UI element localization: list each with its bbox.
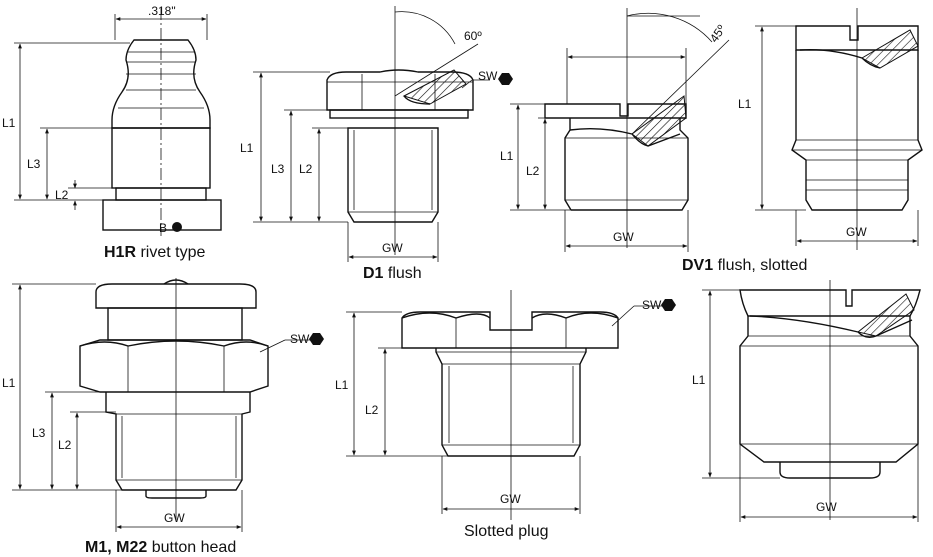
d1-gw-label: GW [382,241,403,255]
d1-hexagon-icon [498,73,513,85]
dv1-l2-label: L2 [526,164,540,178]
figure-d1: 60º SW L1 L3 L2 GW D1 flush [240,6,513,282]
h1r-top-dimension-label: .318" [148,4,176,18]
d1-l3-label: L3 [271,162,285,176]
fv-head [739,289,921,317]
dv1v-gw-label: GW [846,225,867,239]
m1-caption: M1, M22 button head [85,539,236,556]
figure-h1r: .318" L1 L3 L2 B H1R rivet type [2,4,222,261]
m1-hexagon-icon [309,333,324,345]
dv1-l1-label: L1 [500,149,514,163]
plug-hexagon-icon [661,299,676,311]
h1r-base-flange [102,199,222,231]
dv1-gw-label: GW [613,230,634,244]
h1r-l2-label: L2 [55,188,69,202]
m1-l3-label: L3 [32,426,46,440]
h1r-caption: H1R rivet type [104,244,205,261]
m1-button-head [95,283,257,309]
d1-l2-label: L2 [299,162,313,176]
h1r-l3-label: L3 [27,157,41,171]
m1-gw-label: GW [164,511,185,525]
dv1-body [564,118,689,211]
fv-body [739,316,919,463]
dv1v-l1-label: L1 [738,97,752,111]
plug-l2-label: L2 [365,403,379,417]
figure-dv1: 45º L1 L2 GW DV1 flush, slotted [500,8,807,274]
m1-sw-label: SW [290,332,310,346]
m1-hex-body [79,339,269,393]
plug-caption: Slotted plug [464,523,549,540]
m1-l2-label: L2 [58,438,72,452]
dv1-angle-label: 45º [707,22,729,45]
dv1-slotted-head [544,103,687,119]
plug-hex-head [401,311,619,349]
h1r-b-label: B [159,221,167,235]
d1-l1-label: L1 [240,141,254,155]
figure-slotted-plug: SW L1 L2 GW Slotted plug [335,290,676,540]
fv-gw-label: GW [816,500,837,514]
figure-dv1-variant: L1 GW [738,8,923,250]
plug-l1-label: L1 [335,378,349,392]
d1-threaded-body [347,127,439,223]
figure-m1: SW L1 L3 L2 GW M1, M22 button head [2,278,324,556]
d1-angle-label: 60º [464,29,482,43]
plug-gw-label: GW [500,492,521,506]
d1-sw-label: SW [478,69,498,83]
d1-cone-section [402,69,467,105]
m1-threaded-body [105,392,251,491]
figure-flush-variant: L1 GW [692,280,921,522]
plug-sw-label: SW [642,298,662,312]
d1-hex-head [326,69,474,111]
dv1-caption: DV1 flush, slotted [682,257,807,274]
m1-l1-label: L1 [2,376,16,390]
dv1v-head [795,25,919,51]
h1r-l1-label: L1 [2,116,16,130]
fv-l1-label: L1 [692,373,706,387]
d1-caption: D1 flush [363,265,422,282]
h1r-b-dot-icon [172,222,182,232]
